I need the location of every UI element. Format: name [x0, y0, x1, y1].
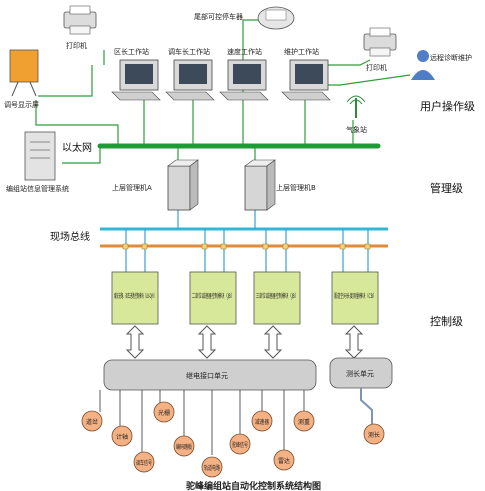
- weather-label: 气象站: [346, 125, 367, 134]
- workstation-icon-3: [219, 59, 269, 101]
- device-label-2: 计轴: [116, 433, 128, 441]
- workstation-label-4: 维护工作站: [284, 47, 319, 56]
- printer-left-label: 打印机: [66, 41, 87, 50]
- device-label-7: 驼峰信号: [232, 441, 248, 449]
- device-9: [273, 449, 295, 471]
- module-bus-links: [125, 229, 369, 272]
- workstation-label-2: 调车长工作站: [168, 47, 210, 56]
- hump-server-icon: [24, 131, 56, 181]
- control-module-1: 缓放进路、调车进路控制模块（LB-DJR）: [111, 271, 159, 325]
- relay-unit-label: 继电接口单元: [186, 371, 228, 380]
- device-2: [111, 425, 133, 447]
- host-a-icon: [167, 159, 199, 211]
- bus-taps: [122, 243, 371, 250]
- ethernet-links: [35, 19, 411, 166]
- control-module-3: 三部位减速器控制模块（JB）: [253, 271, 301, 325]
- device-4: [153, 401, 175, 423]
- fieldbus-label: 现场总线: [50, 230, 90, 243]
- level-user: 用户操作级: [420, 99, 475, 113]
- module-label-1: 缓放进路、调车进路控制模块（LB-DJR）: [114, 292, 156, 300]
- host-a-label: 上层管理机A: [112, 183, 152, 192]
- device-5: [173, 435, 195, 457]
- module-label-2: 二部位减速器控制模块（JB）: [192, 292, 234, 300]
- workstation-icon-1: [111, 59, 161, 101]
- remote-user-icon: [411, 50, 435, 80]
- ethernet-label: 以太网: [62, 141, 92, 154]
- host-bus-links: [177, 210, 256, 229]
- device-label-4: 光栅: [158, 409, 170, 417]
- device-1: [81, 410, 103, 432]
- device-7: [229, 433, 251, 455]
- tail-printer-label: 尾部可控停车器: [194, 12, 243, 21]
- device-8: [251, 410, 273, 432]
- host-b-icon: [244, 159, 276, 211]
- module-label-3: 三部位减速器控制模块（JB）: [256, 292, 298, 300]
- device-3: [133, 451, 155, 473]
- device-label-6: 轨道电路: [204, 464, 220, 472]
- control-module-2: 二部位减速器控制模块（JB）: [189, 271, 237, 325]
- device-label-8: 减速器: [255, 418, 269, 426]
- tail-printer-icon: [257, 6, 295, 30]
- weather-station-icon: [346, 95, 366, 118]
- device-links: [99, 390, 305, 455]
- workstation-icon-4: [281, 59, 331, 101]
- relay-unit-box: [103, 359, 317, 391]
- measure-unit-label: 测长单元: [346, 369, 374, 378]
- device-label-measure: 测长: [368, 431, 380, 439]
- device-10: [293, 410, 315, 432]
- control-module-4: 股道空闲长度测量模块（CB）: [331, 271, 379, 325]
- device-circles: [81, 401, 385, 478]
- double-arrows: [125, 325, 364, 359]
- device-measure: [363, 423, 385, 445]
- hump-system-label: 编组站信息管理系统: [6, 184, 69, 193]
- workstation-label-1: 区长工作站: [114, 47, 149, 56]
- printer-left-icon: [63, 5, 97, 35]
- diagram-caption: 驼峰编组站自动化控制系统结构图: [186, 480, 321, 491]
- printer-right-icon: [363, 27, 397, 57]
- workstation-label-3: 速度工作站: [227, 47, 262, 56]
- device-6: [201, 456, 223, 478]
- printer-right-label: 打印机: [366, 63, 387, 72]
- device-label-3: 调车信号: [136, 459, 152, 467]
- device-label-1: 道岔: [86, 418, 98, 426]
- device-label-9: 雷达: [278, 457, 290, 465]
- device-label-10: 测重: [298, 418, 310, 426]
- measure-link: [360, 388, 373, 424]
- workstation-icon-2: [165, 59, 215, 101]
- device-label-5: 编码踏板: [176, 443, 192, 451]
- module-label-4: 股道空闲长度测量模块（CB）: [334, 292, 376, 300]
- host-b-label: 上层管理机B: [276, 183, 316, 192]
- display-screen-label: 调号显示屏: [4, 100, 39, 109]
- device-labels: 道岔 计轴 调车信号 光栅 编码踏板 轨道电路 驼峰信号 减速器 雷达 测重 测…: [86, 409, 380, 472]
- level-control: 控制级: [430, 314, 463, 328]
- display-screen-icon: [9, 49, 39, 97]
- level-management: 管理级: [430, 181, 463, 195]
- remote-label: 远程诊断维护: [430, 53, 472, 62]
